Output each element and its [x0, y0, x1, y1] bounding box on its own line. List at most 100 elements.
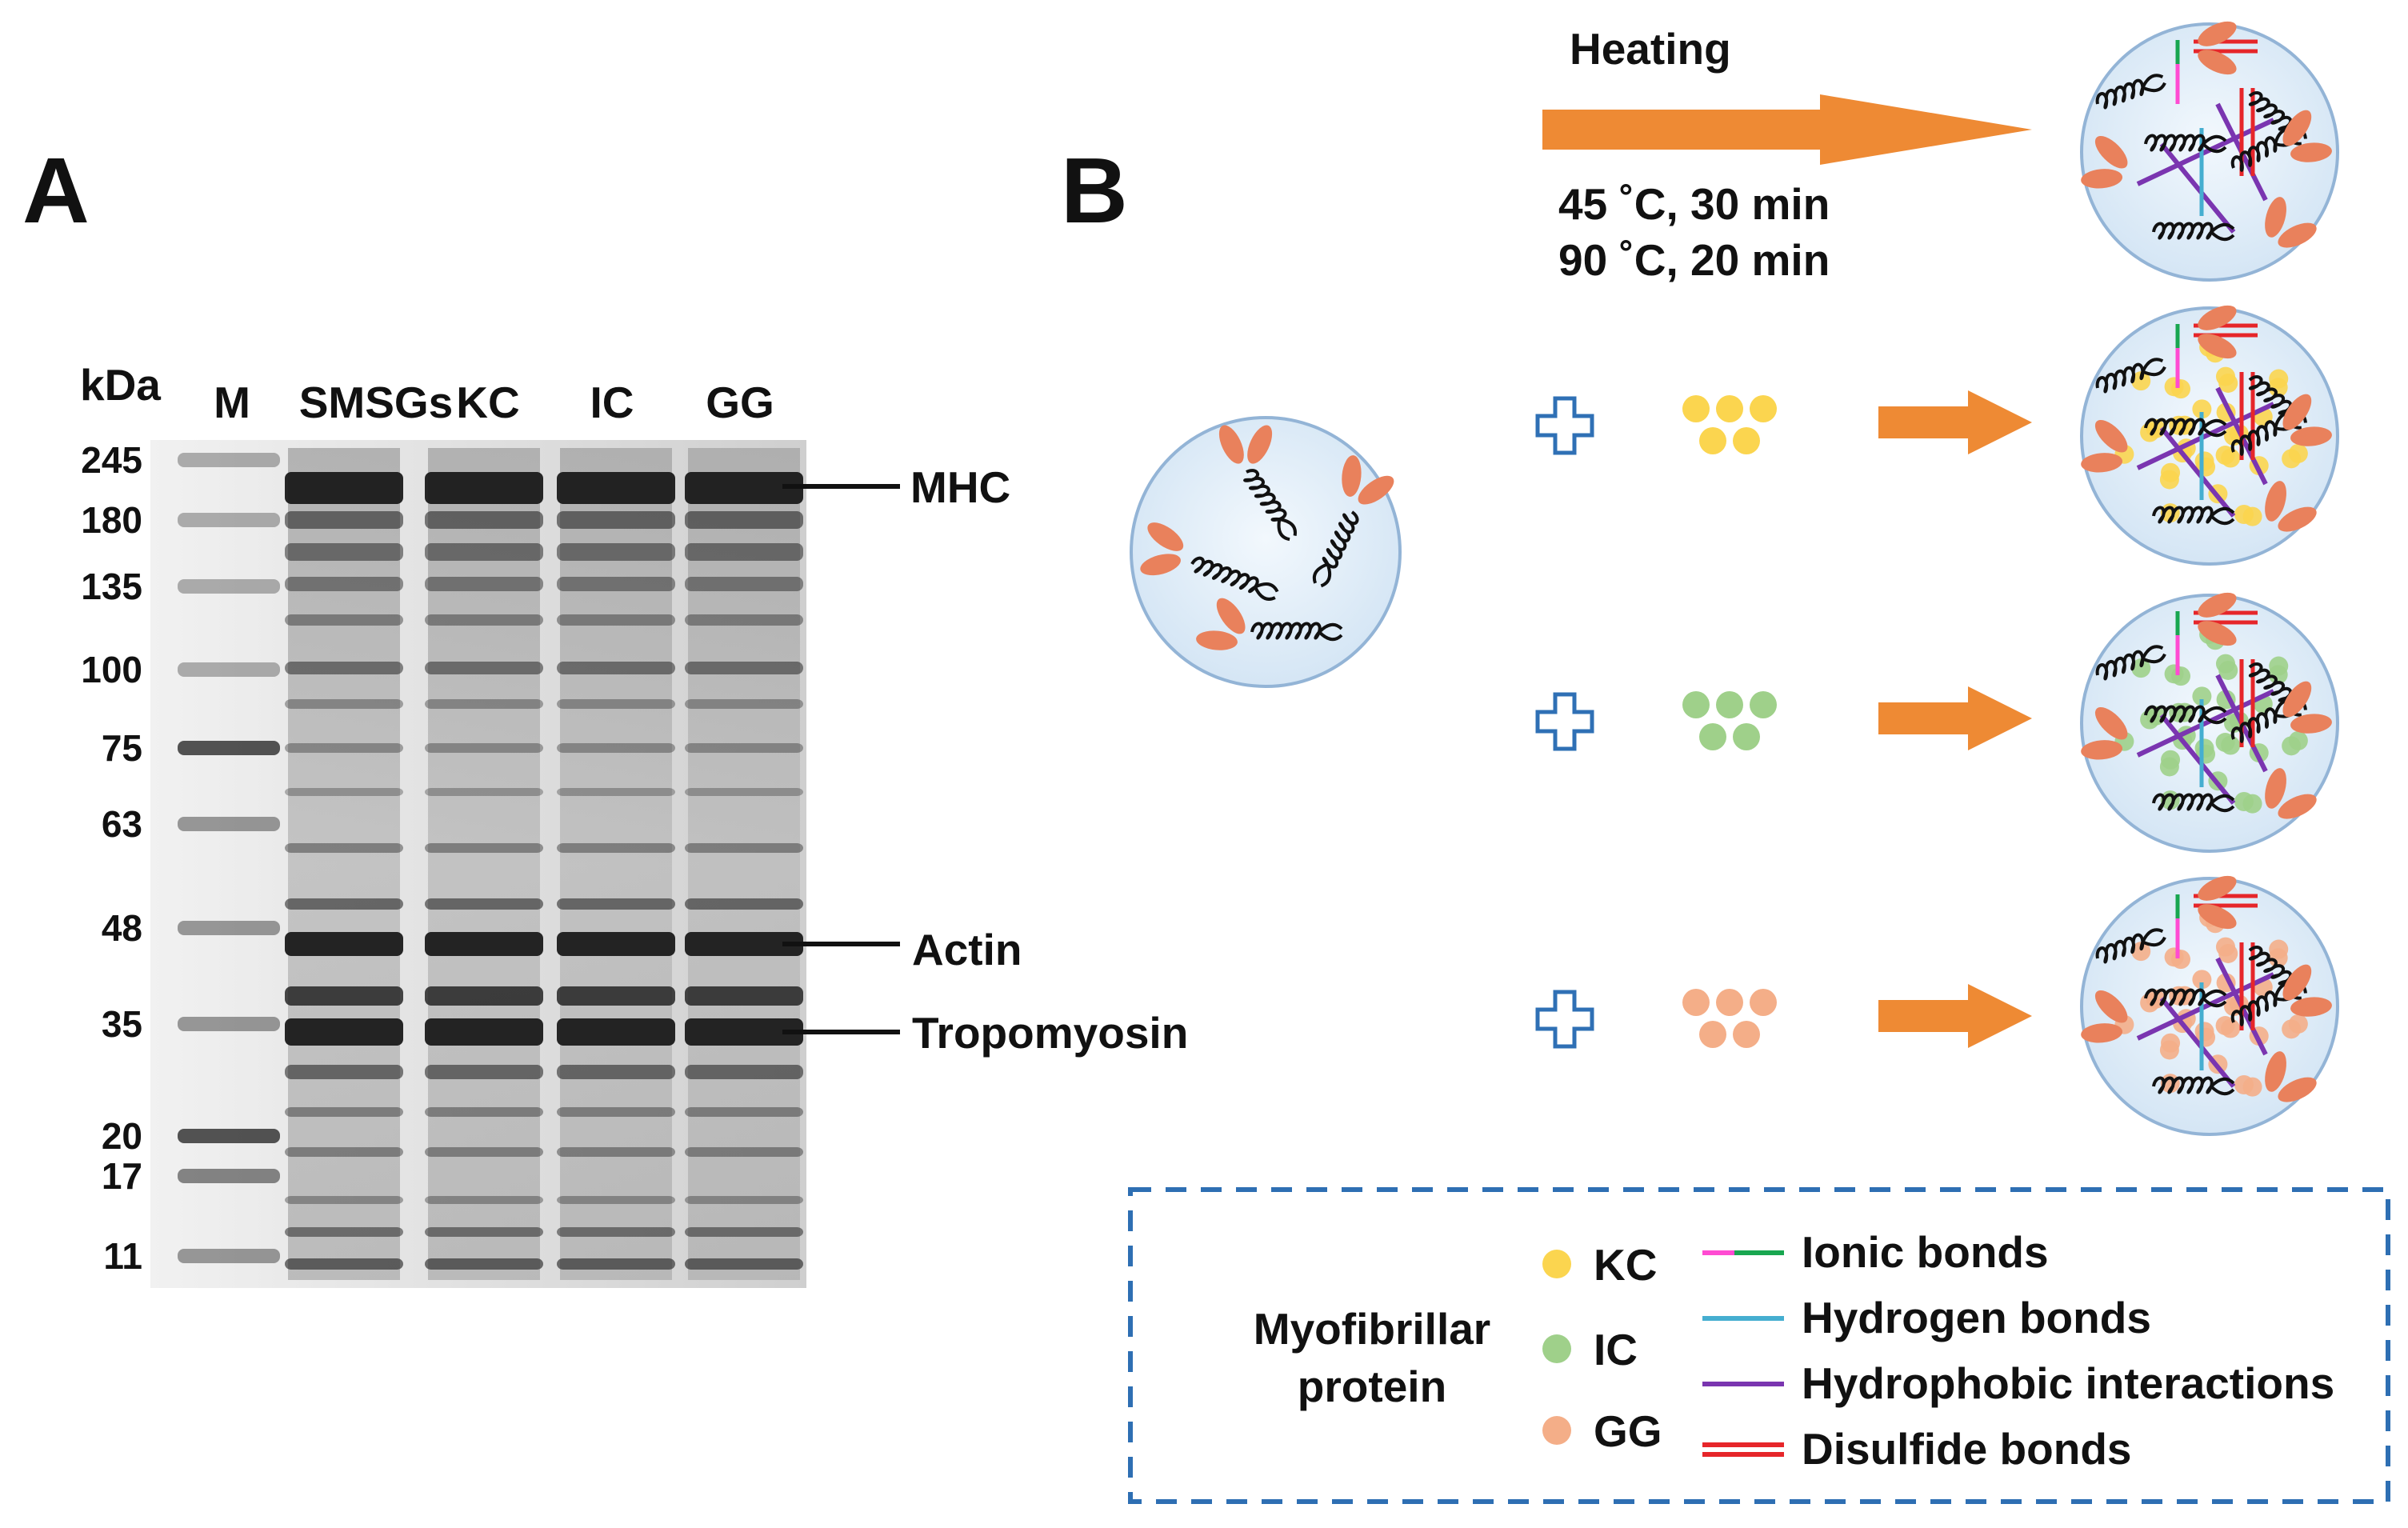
protein-band — [685, 577, 803, 591]
protein-band — [685, 1018, 803, 1046]
legend-dot-gg — [1542, 1416, 1571, 1445]
protein-band — [557, 1147, 675, 1157]
protein-helix — [2144, 134, 2227, 154]
legend-protein-line2: protein — [1298, 1362, 1446, 1411]
marker-label-75: 75 — [102, 727, 142, 769]
protein-band — [557, 1196, 675, 1204]
lane-smear — [288, 448, 400, 1280]
protein-band — [425, 1227, 543, 1237]
protein-helix — [1312, 510, 1359, 588]
protein-band — [685, 1065, 803, 1079]
protein-band — [425, 1018, 543, 1046]
protein-band — [425, 986, 543, 1006]
protein-band — [285, 1196, 403, 1204]
protein-band — [425, 932, 543, 956]
protein-band — [557, 543, 675, 561]
additive-dot — [2215, 366, 2235, 386]
heating-condition-2: 90 ˚C, 20 min — [1558, 235, 1830, 285]
gel-image — [150, 440, 806, 1288]
protein-band — [557, 699, 675, 709]
gel-network-sphere-2 — [2080, 305, 2339, 566]
marker-label-63: 63 — [102, 803, 142, 845]
marker-label-35: 35 — [102, 1003, 142, 1045]
protein-band — [557, 614, 675, 626]
protein-head — [1140, 522, 1184, 576]
protein-band — [285, 788, 403, 796]
additive-dot — [1682, 691, 1710, 718]
protein-band — [425, 662, 543, 674]
legend-bond-disulfide-bonds: Disulfide bonds — [1802, 1424, 2132, 1474]
protein-band — [425, 699, 543, 709]
additive-dot — [1733, 1021, 1760, 1048]
additive-dot — [2164, 377, 2184, 397]
protein-head — [1196, 598, 1246, 650]
tropomyosin-label: Tropomyosin — [912, 1008, 1188, 1058]
additive-dot — [2159, 757, 2179, 777]
lane-label-gg: GG — [706, 378, 774, 427]
process-arrow — [1878, 984, 2032, 1048]
protein-head — [1342, 455, 1394, 505]
additive-dot — [2215, 654, 2235, 674]
protein-band — [557, 1258, 675, 1270]
protein-band — [557, 898, 675, 910]
additive-dot — [2131, 942, 2151, 962]
protein-band — [285, 1258, 403, 1270]
protein-head — [2265, 481, 2317, 532]
protein-band — [285, 1065, 403, 1079]
protein-band — [285, 511, 403, 529]
kda-label: kDa — [80, 360, 161, 410]
protein-band — [557, 472, 675, 504]
additive-dot — [2288, 1014, 2308, 1034]
heating-condition-1: 45 ˚C, 30 min — [1558, 179, 1830, 229]
protein-helix — [2152, 506, 2235, 526]
protein-helix — [2095, 358, 2166, 394]
protein-band — [557, 843, 675, 853]
protein-band — [285, 932, 403, 956]
protein-band — [685, 1107, 803, 1117]
additive-dot — [1716, 989, 1743, 1016]
marker-band — [178, 1129, 280, 1143]
protein-band — [557, 577, 675, 591]
protein-band — [285, 1018, 403, 1046]
protein-head — [2282, 964, 2332, 1017]
additive-dot — [2192, 399, 2212, 419]
marker-label-48: 48 — [102, 907, 142, 949]
protein-helix — [2144, 705, 2227, 725]
legend-dot-ic — [1542, 1334, 1571, 1363]
protein-band — [285, 743, 403, 753]
additive-dot — [2215, 937, 2235, 957]
protein-band — [557, 986, 675, 1006]
legend-border — [1128, 1187, 2390, 1504]
additive-dot — [2288, 730, 2308, 750]
protein-band — [557, 743, 675, 753]
panel-b-label: B — [1061, 138, 1128, 242]
additive-dot — [2131, 658, 2151, 678]
hydrophobic-bond — [2159, 426, 2236, 518]
row-kc — [1535, 390, 2032, 455]
protein-band — [285, 1147, 403, 1157]
additive-dot — [1733, 427, 1760, 454]
additive-dot — [1682, 395, 1710, 422]
plus-icon — [1535, 396, 1594, 455]
protein-band — [425, 788, 543, 796]
additive-dot — [2242, 794, 2262, 814]
protein-band — [425, 1065, 543, 1079]
marker-label-180: 180 — [81, 499, 142, 541]
additive-dot — [1699, 723, 1726, 750]
protein-band — [557, 932, 675, 956]
row-gg — [1535, 984, 2032, 1049]
protein-band — [685, 743, 803, 753]
protein-head — [2081, 419, 2128, 473]
lane-smear — [428, 448, 540, 1280]
protein-band — [425, 472, 543, 504]
additive-dot — [2288, 443, 2308, 463]
protein-band — [685, 511, 803, 529]
marker-band — [178, 1249, 280, 1263]
protein-helix — [2095, 74, 2166, 110]
protein-band — [557, 1065, 675, 1079]
protein-band — [425, 543, 543, 561]
gel-lane-gg — [685, 448, 803, 1280]
